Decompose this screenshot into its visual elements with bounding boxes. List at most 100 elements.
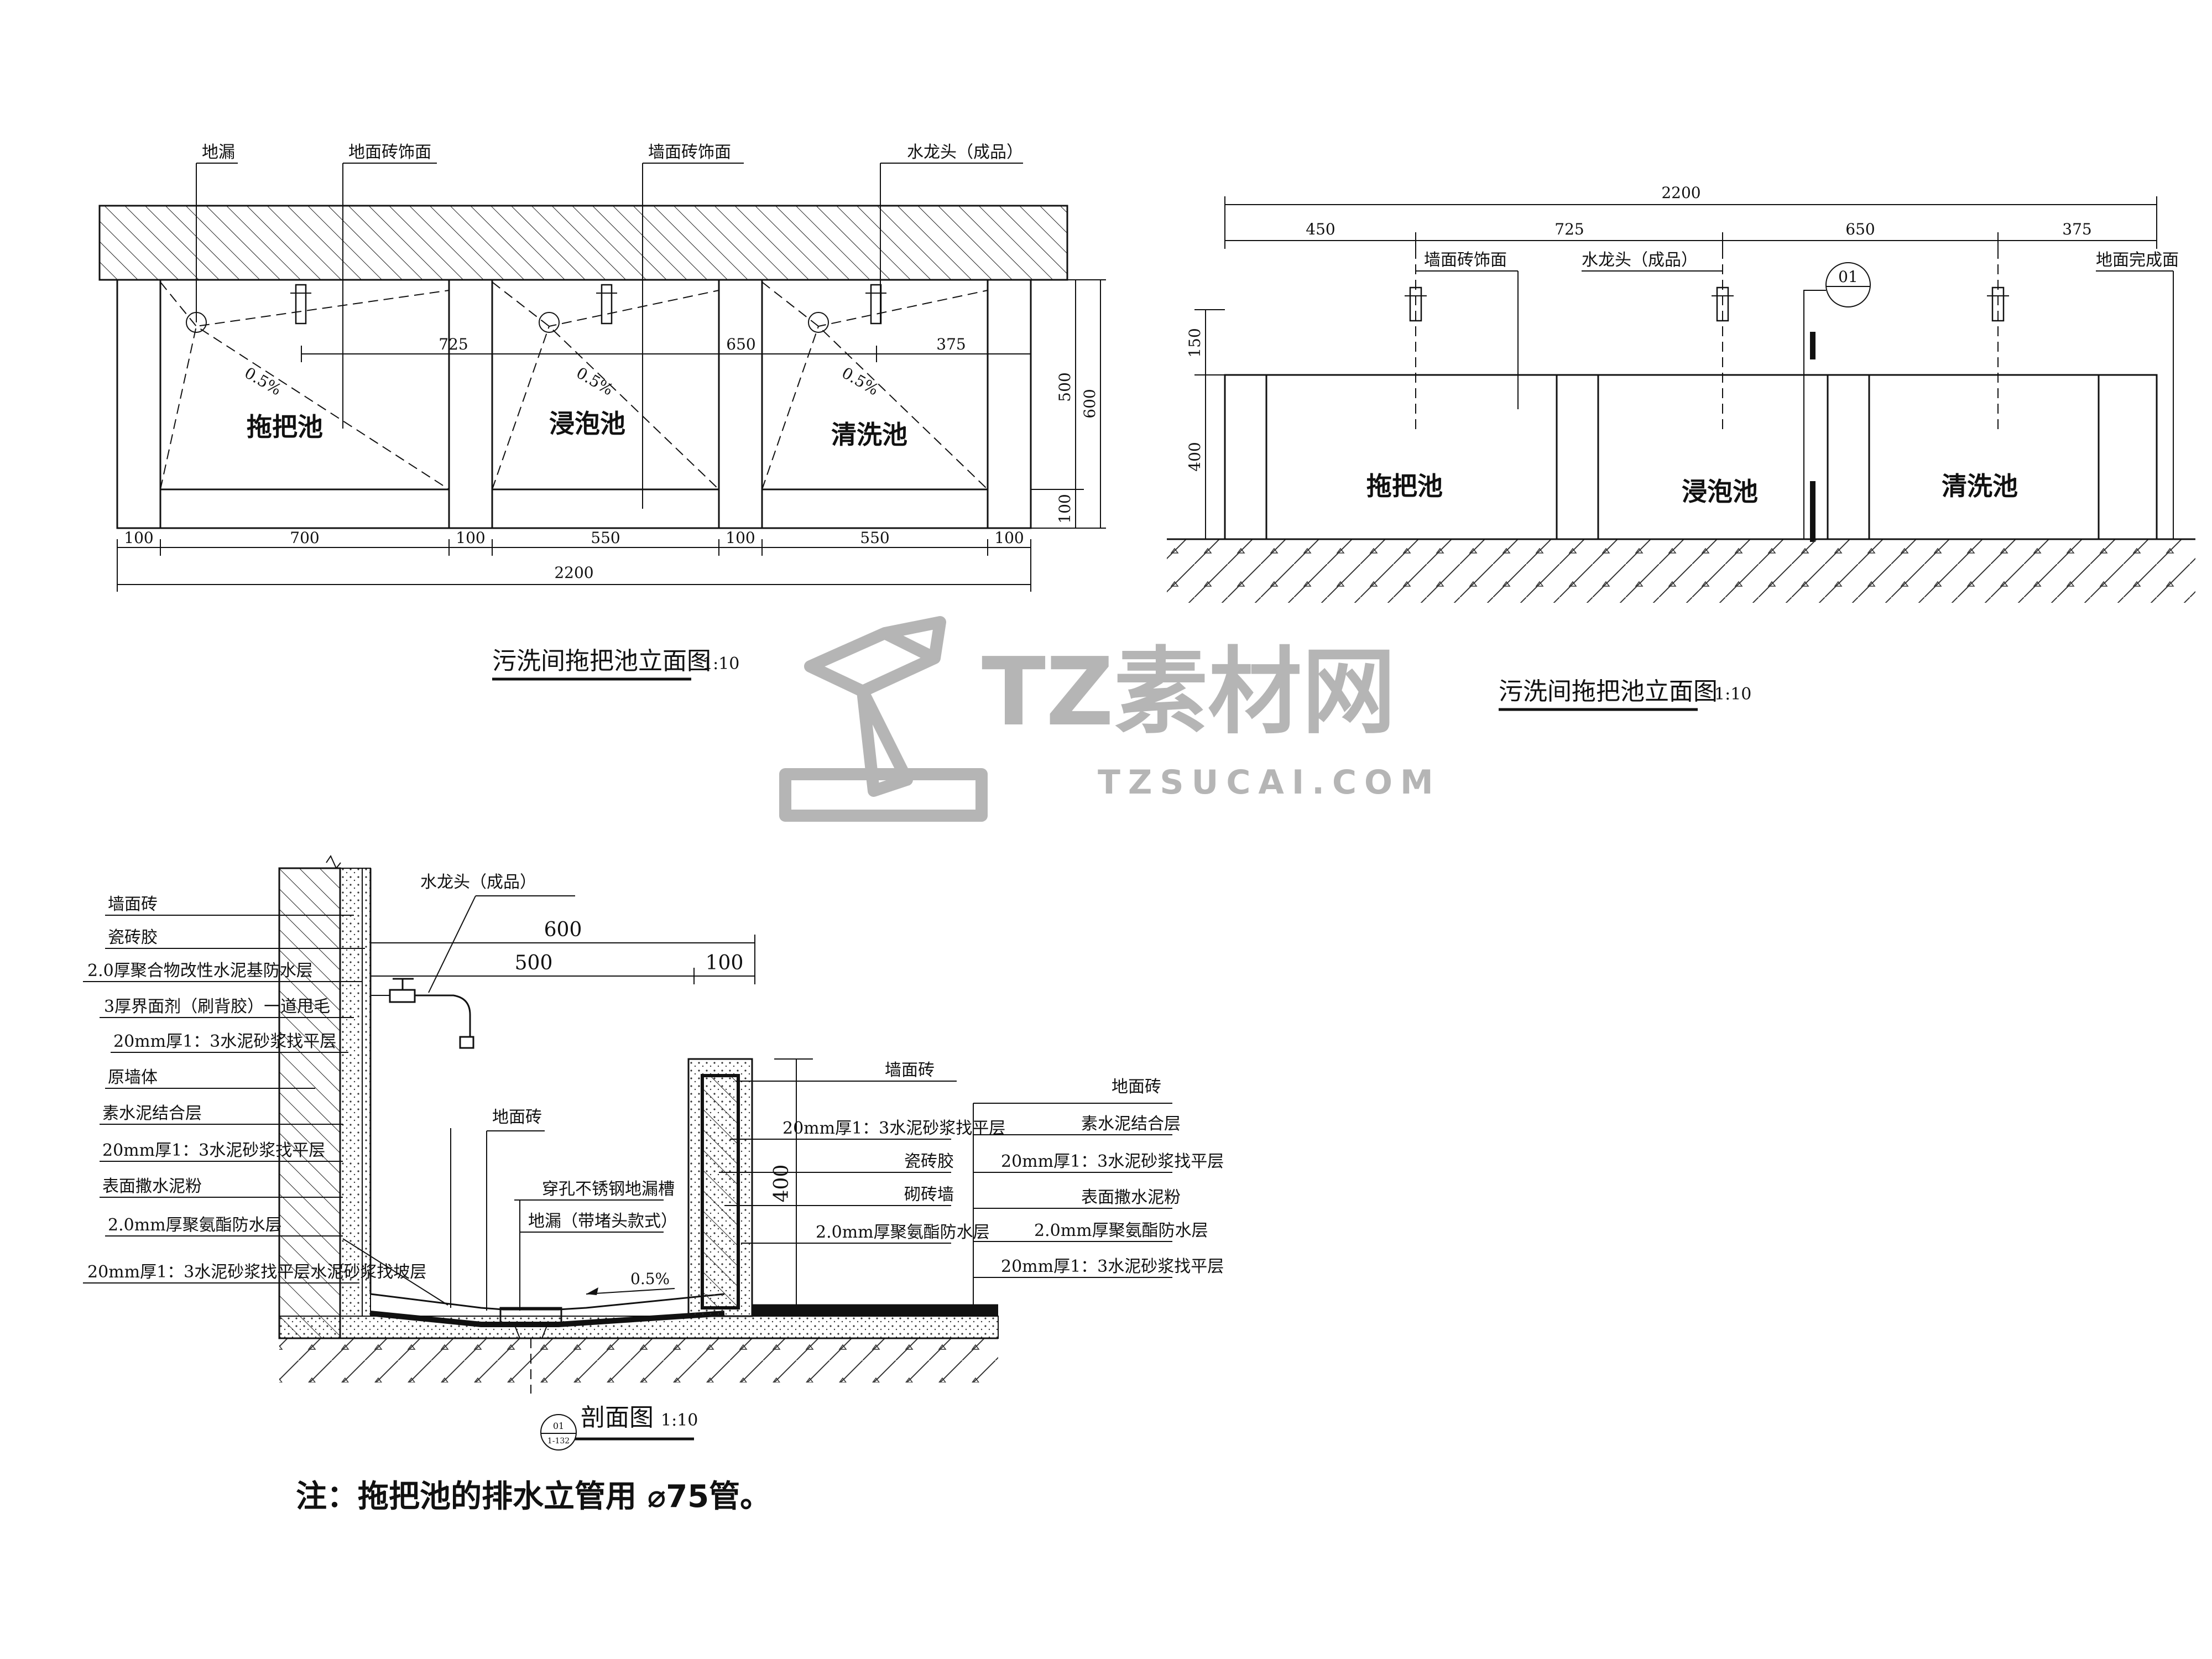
total-width-dim: 2200 (554, 564, 593, 582)
waterproof-layer (752, 1305, 998, 1316)
width-dim: 500 (515, 952, 553, 974)
pool-label-mop: 拖把池 (1366, 471, 1443, 501)
callout-floor-tile: 地面砖 (492, 1108, 542, 1127)
layer-label: 20mm厚1：3水泥砂浆找平层 (782, 1119, 1005, 1138)
wall-hatch (278, 867, 341, 1339)
layer-label: 20mm厚1：3水泥砂浆找平层 (113, 1032, 336, 1051)
layer-label: 素水泥结合层 (102, 1104, 202, 1123)
width-dim: 725 (1554, 220, 1584, 238)
elevation-2-title: 污洗间拖把池立面图 (1499, 677, 1718, 706)
layer-label: 素水泥结合层 (1081, 1114, 1181, 1134)
slope-label: 0.5% (630, 1270, 670, 1288)
section-view: 水龙头（成品） 600 500 100 400 墙面砖 瓷砖胶 2.0厚聚合物改… (83, 854, 1224, 1451)
faucet-icon (1712, 286, 1734, 322)
height-dim: 400 (1186, 442, 1204, 471)
height-dim: 400 (770, 1165, 793, 1203)
layer-label: 瓷砖胶 (108, 928, 158, 947)
pool-label-mop: 拖把池 (247, 412, 323, 442)
drain-icon (539, 312, 560, 333)
elevation-1-scale: 1:10 (702, 654, 739, 674)
width-dim: 100 (456, 529, 485, 547)
drain-icon (808, 312, 829, 333)
width-dim: 550 (860, 529, 889, 547)
ground-hatch (1167, 539, 2195, 603)
total-width-dim: 2200 (1661, 184, 1700, 202)
floor-drain (499, 1307, 562, 1326)
layer-label: 20mm厚1：3水泥砂浆找平层 (102, 1141, 325, 1160)
width-dim: 100 (124, 529, 153, 547)
left-layer-labels: 墙面砖 瓷砖胶 2.0厚聚合物改性水泥基防水层 3厚界面剂（刷背胶）一道甩毛 2… (83, 895, 451, 1308)
pool-label-wash: 清洗池 (1942, 471, 2018, 501)
curb-core (701, 1074, 740, 1310)
callout-floor-tile: 地面砖饰面 (348, 143, 431, 162)
faucet-icon (1405, 286, 1427, 322)
layer-label: 墙面砖 (885, 1061, 935, 1080)
layer-label: 3厚界面剂（刷背胶）一道甩毛 (104, 997, 330, 1016)
reference-mark: 01 (1838, 268, 1858, 286)
watermark-logo-icon (779, 616, 988, 822)
width-dim: 600 (544, 919, 582, 941)
layer-label: 20mm厚1：3水泥砂浆找平层 (1001, 1152, 1224, 1171)
elevation-2: 2200 450 725 650 375 墙面砖饰面 水龙头（成品） 地面完成面… (1167, 184, 2195, 711)
top-slab (98, 205, 1068, 281)
layer-label: 表面撒水泥粉 (102, 1177, 202, 1196)
floor-base (279, 1338, 998, 1383)
reference-bubble (1825, 262, 1871, 307)
watermark-url: TZSUCAI.COM (1098, 763, 1441, 802)
leg-1 (116, 279, 161, 529)
height-dim: 500 (1056, 372, 1074, 401)
layer-label: 20mm厚1：3水泥砂浆找平层水泥砂浆找坡层 (87, 1262, 426, 1282)
callout-faucet: 水龙头（成品） (1582, 251, 1698, 270)
layer-label: 瓷砖胶 (904, 1152, 954, 1171)
layer-label: 2.0mm厚聚氨酯防水层 (1034, 1221, 1208, 1240)
leg-2 (448, 279, 493, 529)
layer-label: 地面砖 (1112, 1077, 1161, 1097)
width-dim: 100 (706, 952, 744, 974)
section-title: 剖面图 (581, 1404, 654, 1432)
layer-label: 2.0mm厚聚氨酯防水层 (816, 1223, 990, 1242)
width-dim: 450 (1306, 220, 1335, 238)
reference-mark: 01 (553, 1421, 564, 1431)
callout-floor-drain: 地漏 (202, 143, 235, 162)
layer-label: 原墙体 (108, 1068, 158, 1087)
leg-3 (718, 279, 763, 529)
faucet-icon (865, 284, 886, 325)
layer-label: 2.0厚聚合物改性水泥基防水层 (87, 961, 313, 980)
inner-dim: 375 (936, 335, 966, 353)
callout-drain-channel: 穿孔不锈钢地漏槽 (542, 1180, 675, 1199)
layer-label: 表面撒水泥粉 (1081, 1188, 1181, 1207)
reference-bubble (540, 1414, 577, 1451)
elevation-1: 725 650 375 0.5% 0.5% 0.5% 拖把池 浸泡池 清洗池 地… (98, 143, 1106, 681)
basin-body (1224, 374, 2158, 540)
width-dim: 650 (1845, 220, 1875, 238)
pool-label-soak: 浸泡池 (1682, 477, 1758, 507)
elevation-2-scale: 1:10 (1714, 685, 1751, 704)
width-dim: 100 (994, 529, 1024, 547)
pool-label-soak: 浸泡池 (549, 409, 625, 439)
slope-label: 0.5% (242, 363, 285, 399)
faucet-icon (389, 978, 474, 1049)
faucet-icon (290, 284, 311, 325)
faucet-icon (1987, 286, 2009, 322)
pool-label-wash: 清洗池 (831, 420, 907, 450)
layer-label: 墙面砖 (108, 895, 158, 914)
width-dim: 100 (726, 529, 755, 547)
section-scale: 1:10 (661, 1411, 698, 1430)
height-dim: 600 (1081, 389, 1099, 418)
slope-label: 0.5% (839, 363, 882, 399)
layer-label: 2.0mm厚聚氨酯防水层 (108, 1215, 282, 1235)
elevation-1-title: 污洗间拖把池立面图 (492, 647, 711, 675)
reference-sheet: 1-132 (547, 1437, 570, 1446)
width-dim: 550 (591, 529, 620, 547)
layer-label: 20mm厚1：3水泥砂浆找平层 (1001, 1257, 1224, 1276)
wall-mortar (340, 868, 371, 1317)
callout-faucet: 水龙头（成品） (907, 143, 1023, 162)
callout-wall-tile: 墙面砖饰面 (1424, 251, 1507, 270)
mid-layer-labels: 墙面砖 20mm厚1：3水泥砂浆找平层 瓷砖胶 砌砖墙 2.0mm厚聚氨酯防水层 (719, 1061, 1005, 1244)
callout-wall-tile: 墙面砖饰面 (648, 143, 731, 162)
callout-floor-drain: 地漏（带堵头款式） (528, 1212, 677, 1231)
width-dim: 700 (290, 529, 319, 547)
callout-finished-floor: 地面完成面 (2096, 251, 2179, 270)
inner-dim: 725 (439, 335, 468, 353)
